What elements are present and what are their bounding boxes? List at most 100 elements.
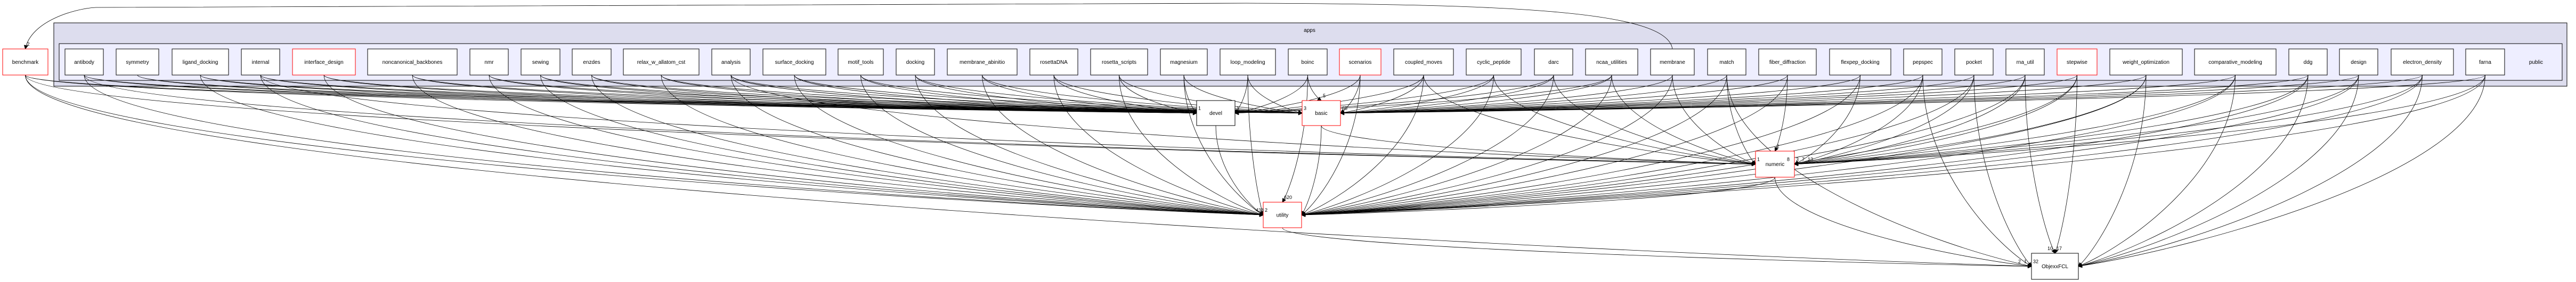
node-cyclic-peptide[interactable]: cyclic_peptide [1466,48,1522,76]
node-basic[interactable]: basic [1302,100,1341,126]
node-numeric[interactable]: numeric [1755,151,1795,178]
edge-match-to-basic [1340,74,1727,115]
edge-electron_density-to-numeric [1794,74,2423,167]
node-surface-docking[interactable]: surface_docking [762,48,826,76]
node-box [1263,202,1302,228]
node-coupled-moves[interactable]: coupled_moves [1393,48,1454,76]
node-label: weight_optimization [2122,60,2169,65]
node-membrane[interactable]: membrane [1650,48,1695,76]
node-ncaa-utilities[interactable]: ncaa_utilities [1585,48,1638,76]
node-boinc[interactable]: boinc [1288,48,1328,76]
node-ddg[interactable]: ddg [2288,48,2328,76]
edge-benchmark-to-objexxfcl [25,74,2032,269]
node-label: noncanonical_backbones [383,60,443,65]
node-box [1160,48,1208,76]
node-rosettadna[interactable]: rosettaDNA [1029,48,1078,76]
node-interface-design[interactable]: interface_design [292,48,356,76]
node-farna[interactable]: farna [2465,48,2505,76]
node-match[interactable]: match [1707,48,1746,76]
node-nmr[interactable]: nmr [469,48,509,76]
node-scenarios[interactable]: scenarios [1339,48,1382,76]
node-utility[interactable]: utility [1263,202,1302,228]
edge-internal-to-utility [260,74,1264,217]
node-box [241,48,280,76]
node-design[interactable]: design [2339,48,2378,76]
edge-ddg-to-utility [1301,74,2309,217]
node-analysis[interactable]: analysis [711,48,751,76]
node-membrane-abinitio[interactable]: membrane_abinitio [947,48,1018,76]
node-stepwise[interactable]: stepwise [2057,48,2098,76]
node-weight-optimization[interactable]: weight_optimization [2109,48,2183,76]
node-label: utility [1277,213,1289,219]
node-label: devel [1209,111,1222,117]
node-box [1755,151,1795,178]
edge-darc-to-utility [1301,74,1554,217]
node-internal[interactable]: internal [241,48,280,76]
node-label: surface_docking [775,60,814,65]
node-docking[interactable]: docking [896,48,935,76]
node-label: antibody [74,60,94,65]
edge-flexpep_docking-to-utility [1301,74,1860,217]
node-box [1302,100,1341,126]
node-relax-w-allatom-cst[interactable]: relax_w_allatom_cst [623,48,700,76]
node-motif-tools[interactable]: motif_tools [838,48,884,76]
node-box [1650,48,1695,76]
node-box [1029,48,1078,76]
edge-label: 13 [1808,157,1813,162]
node-sewing[interactable]: sewing [521,48,560,76]
node-box [1954,48,1994,76]
edge-coupled_moves-to-numeric [1423,74,1756,166]
node-box [1288,48,1328,76]
node-label: fiber_diffraction [1769,60,1806,65]
edge-darc-to-numeric [1553,74,1756,166]
edge-weight_optimization-to-utility [1301,74,2147,217]
node-box [896,48,935,76]
edge-benchmark-to-utility [25,74,1264,217]
edge-boinc-to-utility [1282,74,1308,203]
node-ligand-docking[interactable]: ligand_docking [172,48,229,76]
edge-surface_docking-to-devel [794,74,1197,115]
node-enzdes[interactable]: enzdes [572,48,612,76]
node-rosetta-scripts[interactable]: rosetta_scripts [1090,48,1148,76]
node-symmetry[interactable]: symmetry [116,48,159,76]
edge-ddg-to-objexxfcl [2078,74,2309,268]
edge-label: 1 [1757,157,1760,162]
node-comparative-modeling[interactable]: comparative_modeling [2194,48,2277,76]
node-loop-modeling[interactable]: loop_modeling [1220,48,1276,76]
edge-magnesium-to-utility [1183,74,1264,215]
edge-pepspec-to-utility [1301,74,1923,217]
node-darc[interactable]: darc [1534,48,1573,76]
node-label: nmr [484,60,494,65]
node-label: symmetry [126,60,149,65]
edge-rna_util-to-objexxfcl [2025,74,2055,254]
edge-devel-to-utility [1215,125,1264,215]
node-rna-util[interactable]: rna_util [2005,48,2045,76]
node-label: rosetta_scripts [1102,60,1136,65]
node-noncanonical-backbones[interactable]: noncanonical_backbones [367,48,458,76]
edge-label: 32 [2033,259,2038,264]
node-fiber-diffraction[interactable]: fiber_diffraction [1758,48,1817,76]
edge-fiber_diffraction-to-basic [1340,74,1788,115]
node-box [1758,48,1817,76]
node-label: rna_util [2017,60,2034,65]
node-devel[interactable]: devel [1196,100,1236,126]
edge-cyclic_peptide-to-numeric [1493,74,1756,166]
node-label: comparative_modeling [2208,60,2262,65]
node-objexxfcl[interactable]: ObjexxFCL [2031,253,2079,280]
node-antibody[interactable]: antibody [64,48,104,76]
node-magnesium[interactable]: magnesium [1160,48,1208,76]
node-box [292,48,356,76]
edge-interface_design-to-devel [323,74,1197,115]
edge-ligand_docking-to-utility [200,74,1264,217]
node-flexpep-docking[interactable]: flexpep_docking [1829,48,1891,76]
node-electron-density[interactable]: electron_density [2391,48,2454,76]
edge-farna-to-objexxfcl [2078,74,2485,268]
edge-label: 10 [2047,246,2053,251]
node-benchmark[interactable]: benchmark [2,48,48,76]
node-box [762,48,826,76]
edge-utility-to-objexxfcl [1282,227,2032,269]
node-pepspec[interactable]: pepspec [1903,48,1943,76]
node-pocket[interactable]: pocket [1954,48,1994,76]
node-box [521,48,560,76]
edge-boinc-to-devel [1234,74,1308,115]
